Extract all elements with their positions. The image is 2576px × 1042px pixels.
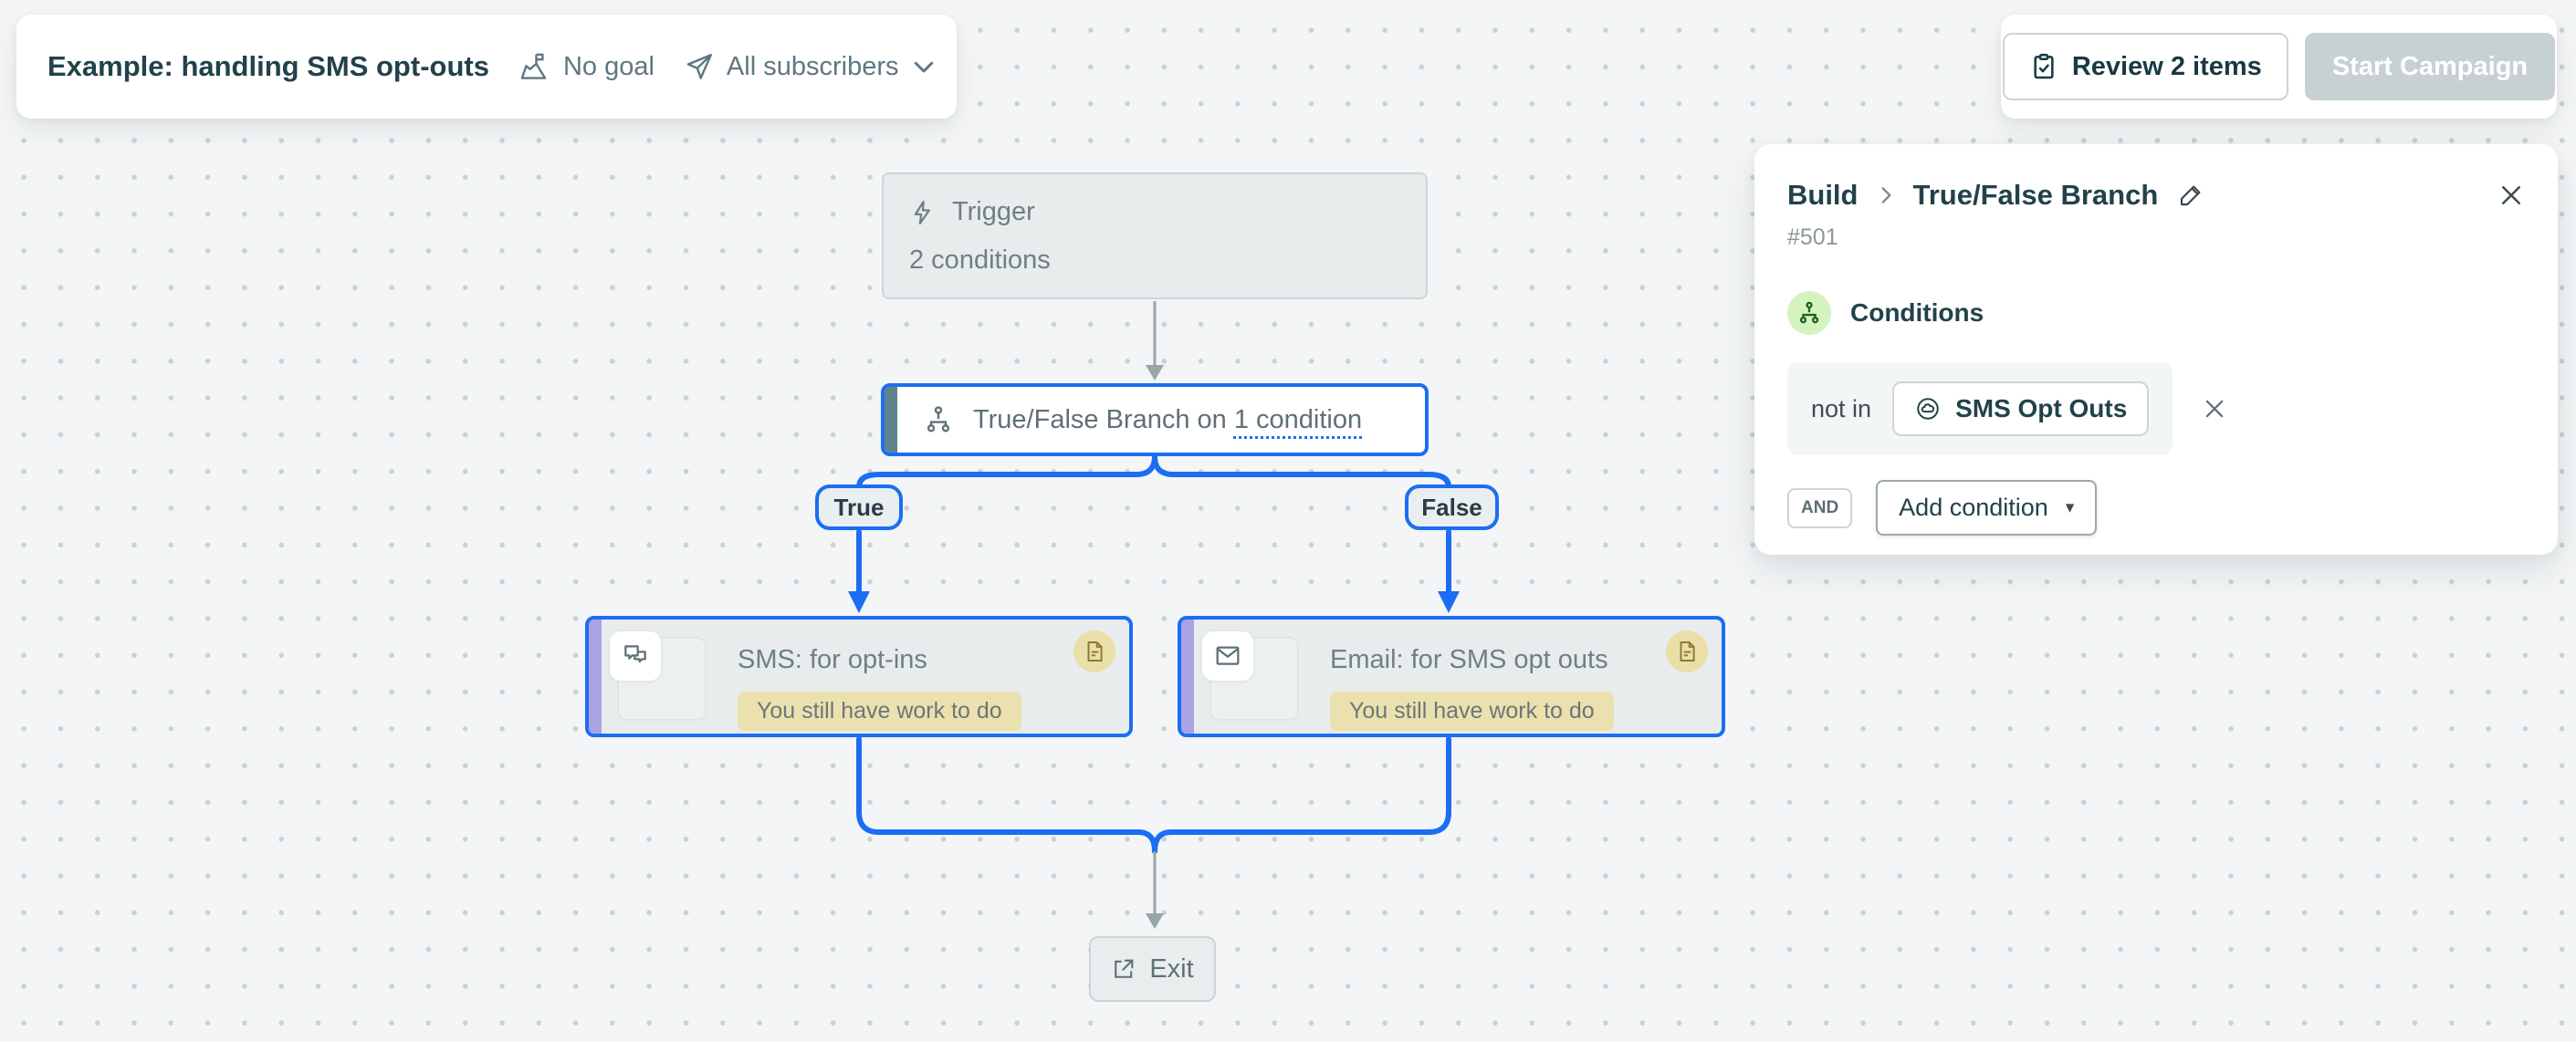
node-id: #501 — [1787, 224, 1838, 250]
chevron-down-icon — [915, 61, 934, 73]
close-panel-button[interactable] — [2497, 182, 2525, 209]
document-icon — [1680, 641, 1695, 662]
sms-node-title: SMS: for opt-ins — [738, 645, 927, 674]
conditions-section-header: Conditions — [1787, 291, 2525, 335]
edge-branch-false — [1152, 453, 1451, 490]
panel-header: Build True/False Branch — [1787, 179, 2525, 212]
condition-group: not in SMS Opt Outs — [1787, 362, 2173, 455]
goal-indicator[interactable]: No goal — [518, 50, 654, 83]
audience-selector[interactable]: All subscribers — [684, 51, 938, 82]
segment-chip-label: SMS Opt Outs — [1955, 394, 2128, 422]
breadcrumb-current: True/False Branch — [1912, 179, 2159, 211]
branch-node[interactable]: True/False Branch on 1 condition — [881, 383, 1429, 456]
branch-accent-bar — [885, 387, 897, 453]
branch-false-pill: False — [1405, 485, 1499, 530]
sms-status-badge: You still have work to do — [738, 692, 1021, 731]
x-icon — [2206, 400, 2224, 418]
sms-action-node[interactable]: SMS: for opt-ins You still have work to … — [585, 616, 1133, 737]
caret-down-icon: ▾ — [2065, 498, 2075, 517]
branch-true-pill: True — [815, 485, 903, 530]
lightning-bolt-icon — [914, 200, 930, 224]
email-node-title: Email: for SMS opt outs — [1330, 645, 1608, 674]
envelope-icon — [1202, 631, 1253, 681]
edge-false-email-arrowhead — [1438, 591, 1460, 613]
branch-title-prefix: True/False Branch on — [973, 404, 1234, 434]
segment-cloud-icon — [1917, 398, 1939, 420]
close-icon — [2502, 186, 2520, 204]
start-campaign-label: Start Campaign — [2331, 51, 2529, 81]
sms-draft-badge[interactable] — [1073, 630, 1115, 672]
trigger-conditions-summary: 2 conditions — [909, 245, 1051, 275]
add-condition-row: AND Add condition ▾ — [1787, 480, 2525, 536]
email-action-node[interactable]: Email: for SMS opt outs You still have w… — [1178, 616, 1725, 737]
and-logic-badge: AND — [1787, 487, 1853, 528]
edit-name-button[interactable] — [2177, 182, 2204, 209]
segment-chip[interactable]: SMS Opt Outs — [1892, 381, 2150, 436]
goal-label: No goal — [562, 51, 654, 81]
condition-operator: not in — [1811, 394, 1872, 422]
paper-plane-icon — [686, 54, 712, 79]
campaign-title: Example: handling SMS opt-outs — [47, 50, 489, 82]
email-draft-badge[interactable] — [1666, 630, 1708, 672]
review-items-label: Review 2 items — [2071, 51, 2262, 81]
conditions-section-title: Conditions — [1850, 298, 1984, 327]
document-icon — [1087, 641, 1103, 662]
edge-true-sms-arrowhead — [848, 591, 870, 613]
review-items-button[interactable]: Review 2 items — [2002, 33, 2288, 100]
mountain-flag-icon — [520, 53, 547, 79]
start-campaign-button[interactable]: Start Campaign — [2304, 33, 2556, 100]
chat-bubbles-icon — [610, 631, 661, 681]
condition-row: not in SMS Opt Outs — [1787, 362, 2525, 455]
sms-accent-bar — [589, 620, 602, 734]
branch-condition-link[interactable]: 1 condition — [1233, 404, 1363, 434]
pencil-icon — [2181, 185, 2201, 206]
exit-node[interactable]: Exit — [1089, 936, 1216, 1002]
email-accent-bar — [1181, 620, 1194, 734]
branch-title: True/False Branch on 1 condition — [973, 405, 1362, 435]
audience-label: All subscribers — [726, 51, 899, 81]
hierarchy-icon — [927, 406, 950, 432]
email-status-badge: You still have work to do — [1330, 692, 1614, 731]
remove-condition-button[interactable] — [2202, 396, 2227, 422]
branch-true-label: True — [833, 493, 885, 521]
branch-settings-panel: Build True/False Branch #501 — [1754, 144, 2558, 555]
campaign-actions-card: Review 2 items Start Campaign — [2001, 15, 2557, 119]
trigger-title: Trigger — [952, 197, 1035, 226]
exit-label: Exit — [1149, 953, 1194, 984]
campaign-header-card: Example: handling SMS opt-outs No goal A… — [16, 15, 957, 119]
edge-email-merge — [1152, 736, 1451, 854]
edge-merge-exit-arrowhead — [1146, 913, 1164, 929]
edge-sms-merge — [856, 736, 1157, 854]
add-condition-label: Add condition — [1899, 494, 2048, 521]
edge-trigger-branch-arrowhead — [1146, 365, 1164, 380]
conditions-hierarchy-icon — [1787, 291, 1831, 335]
external-link-icon — [1115, 959, 1134, 978]
edge-branch-true — [856, 453, 1157, 490]
chevron-right-icon — [1874, 183, 1898, 207]
branch-false-label: False — [1421, 493, 1482, 521]
breadcrumb-build[interactable]: Build — [1787, 179, 1859, 211]
trigger-node[interactable]: Trigger 2 conditions — [882, 172, 1428, 299]
clipboard-check-icon — [2034, 53, 2054, 79]
add-condition-button[interactable]: Add condition ▾ — [1876, 480, 2098, 536]
